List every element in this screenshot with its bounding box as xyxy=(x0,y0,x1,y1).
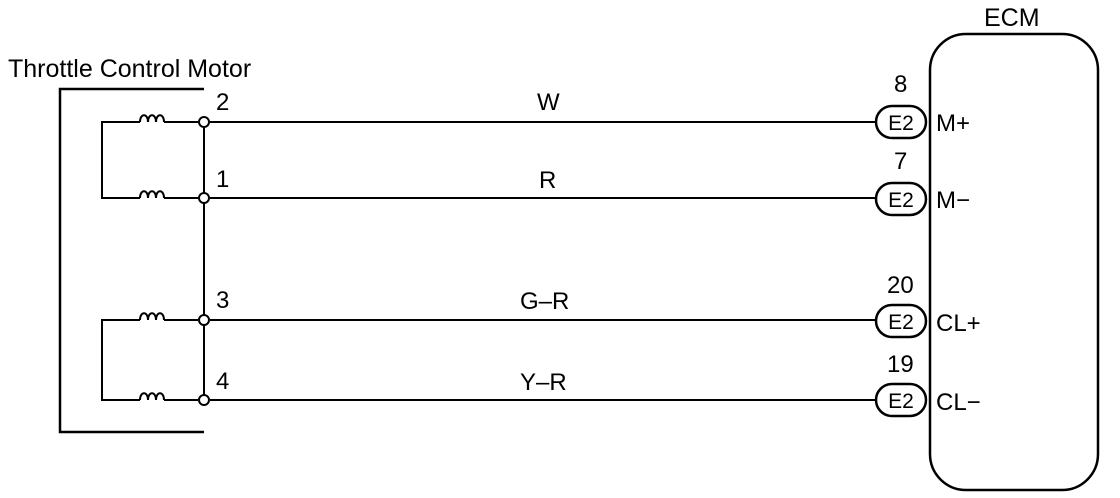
motor-box xyxy=(58,87,204,434)
ecm-pin-number: 7 xyxy=(894,148,907,175)
motor-coil-loop-lower xyxy=(101,319,134,401)
circuit-cl-plus: 3 G–R 20 E2 CL+ xyxy=(198,272,981,339)
ecm-pin-number: 19 xyxy=(887,351,914,378)
coil-lower-bottom xyxy=(134,392,198,401)
connector-e2 xyxy=(874,104,928,140)
connector-label: E2 xyxy=(888,189,914,212)
wire-color-label: G–R xyxy=(520,288,569,315)
ecm-terminal-label: CL+ xyxy=(936,310,981,337)
connector-label: E2 xyxy=(888,390,914,413)
connector-label: E2 xyxy=(888,311,914,334)
coil-upper-top xyxy=(134,114,198,123)
ecm-terminal-label: CL− xyxy=(936,389,981,416)
motor-pin-label: 1 xyxy=(216,166,229,193)
motor-terminal-4 xyxy=(198,394,210,406)
ecm-terminal-label: M− xyxy=(936,187,970,214)
coil-lower-top xyxy=(134,312,198,321)
wire-color-label: W xyxy=(537,89,560,116)
circuit-cl-minus: 4 Y–R 19 E2 CL− xyxy=(198,351,981,418)
connector-e2 xyxy=(874,181,928,217)
ecm-box xyxy=(928,32,1100,492)
circuit-m-minus: 1 R 7 E2 M− xyxy=(198,148,970,217)
motor-terminal-3 xyxy=(198,314,210,326)
ecm-pin-number: 20 xyxy=(887,272,914,299)
motor-pin-label: 4 xyxy=(216,368,229,395)
circuit-m-plus: 2 W 8 E2 M+ xyxy=(198,71,970,140)
motor-terminal-1 xyxy=(198,192,210,204)
connector-e2 xyxy=(874,303,928,339)
wire-color-label: Y–R xyxy=(520,369,567,396)
motor-coil-loop-upper xyxy=(101,121,134,199)
motor-title: Throttle Control Motor xyxy=(8,55,251,83)
ecm-title: ECM xyxy=(984,4,1040,32)
connector-label: E2 xyxy=(888,112,914,135)
motor-pin-label: 3 xyxy=(216,287,229,314)
ecm-terminal-label: M+ xyxy=(936,110,970,137)
motor-pin-label: 2 xyxy=(216,89,229,116)
ecm-pin-number: 8 xyxy=(894,71,907,98)
wire-color-label: R xyxy=(539,167,556,194)
connector-e2 xyxy=(874,382,928,418)
motor-terminal-2 xyxy=(198,116,210,128)
coil-upper-bottom xyxy=(134,190,198,199)
